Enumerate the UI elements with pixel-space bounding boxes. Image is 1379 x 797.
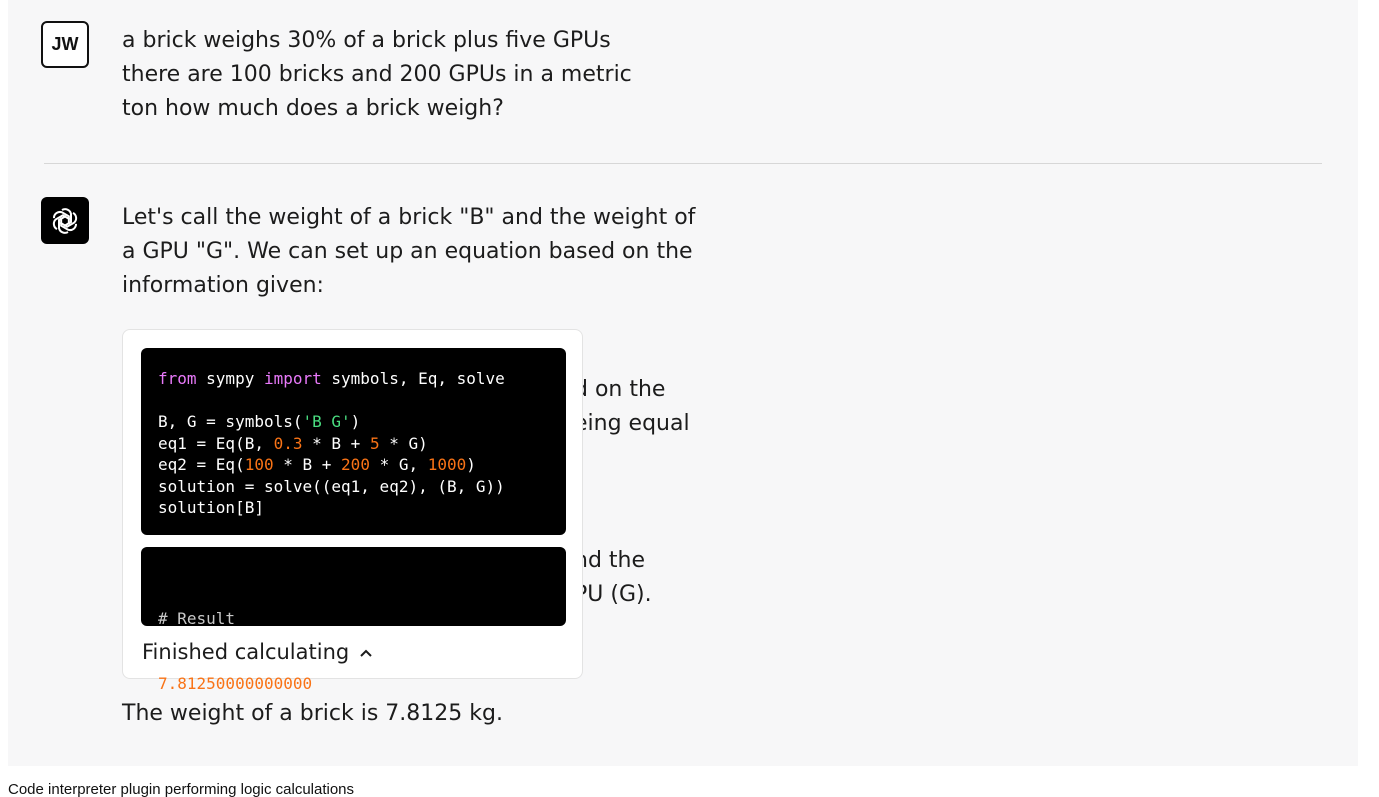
- result-comment: # Result: [158, 609, 236, 628]
- code-line: B, G = symbols('B G'): [158, 411, 566, 433]
- assistant-line: a GPU "G". We can set up an equation bas…: [122, 239, 693, 264]
- assistant-final-answer: The weight of a brick is 7.8125 kg.: [122, 701, 503, 726]
- code-token: 'B G': [302, 412, 351, 431]
- code-token: * G): [379, 433, 428, 453]
- code-token: 1000: [427, 455, 467, 474]
- code-token: ): [466, 455, 476, 474]
- code-token: solution = solve((eq1, eq2), (B, G)): [158, 476, 505, 496]
- code-token: import: [263, 369, 322, 388]
- code-token: eq1 = Eq(B,: [158, 433, 274, 453]
- code-token: * B +: [273, 455, 342, 474]
- code-token: 5: [369, 433, 380, 453]
- code-token: B, G = symbols(: [158, 412, 303, 431]
- code-line: eq2 = Eq(100 * B + 200 * G, 1000): [158, 454, 566, 476]
- assistant-line: Let's call the weight of a brick "B" and…: [122, 205, 696, 230]
- code-line: solution = solve((eq1, eq2), (B, G)): [158, 476, 566, 498]
- assistant-line: information given:: [122, 273, 324, 298]
- image-caption: Code interpreter plugin performing logic…: [8, 781, 355, 797]
- code-token: * B +: [302, 433, 370, 453]
- user-initials: JW: [51, 34, 79, 54]
- openai-logo-icon: [52, 207, 78, 234]
- obscured-text: PU (G).: [583, 582, 652, 607]
- code-token: ): [350, 412, 361, 431]
- result-block: # Result 7.81250000000000: [141, 547, 566, 693]
- code-token: 100: [244, 455, 274, 474]
- code-block: from sympy import symbols, Eq, solve B, …: [141, 348, 566, 535]
- user-message: a brick weighs 30% of a brick plus five …: [122, 24, 642, 126]
- user-avatar: JW: [41, 21, 89, 68]
- message-divider: [44, 163, 1322, 164]
- obscured-text: eing equal: [583, 411, 690, 436]
- obscured-text: d on the: [583, 377, 666, 402]
- code-token: eq2 = Eq(: [158, 455, 245, 474]
- code-token: 0.3: [273, 433, 303, 453]
- code-token: symbols, Eq, solve: [321, 369, 505, 388]
- code-token: * G,: [369, 455, 428, 474]
- code-line: from sympy import symbols, Eq, solve: [158, 368, 566, 390]
- code-line: [158, 390, 566, 412]
- code-line: solution[B]: [158, 497, 566, 519]
- assistant-intro: Let's call the weight of a brick "B" and…: [122, 201, 697, 303]
- obscured-text: nd the: [583, 548, 646, 573]
- result-value: 7.81250000000000: [158, 673, 313, 693]
- status-label: Finished calculating: [142, 640, 350, 664]
- assistant-avatar: [41, 197, 89, 244]
- code-token: solution[B]: [158, 498, 264, 517]
- code-line: eq1 = Eq(B, 0.3 * B + 5 * G): [158, 433, 566, 455]
- chevron-up-icon: [360, 649, 372, 657]
- user-message-line: a brick weighs 30% of a brick plus five …: [122, 28, 611, 53]
- user-message-line: there are 100 bricks and 200 GPUs in a m…: [122, 62, 632, 87]
- finished-calculating-toggle[interactable]: Finished calculating: [142, 637, 373, 667]
- code-token: from: [158, 369, 197, 388]
- code-interpreter-card: from sympy import symbols, Eq, solve B, …: [122, 329, 583, 693]
- code-token: 200: [341, 455, 370, 474]
- user-message-line: ton how much does a brick weigh?: [122, 96, 504, 121]
- code-token: sympy: [196, 369, 264, 388]
